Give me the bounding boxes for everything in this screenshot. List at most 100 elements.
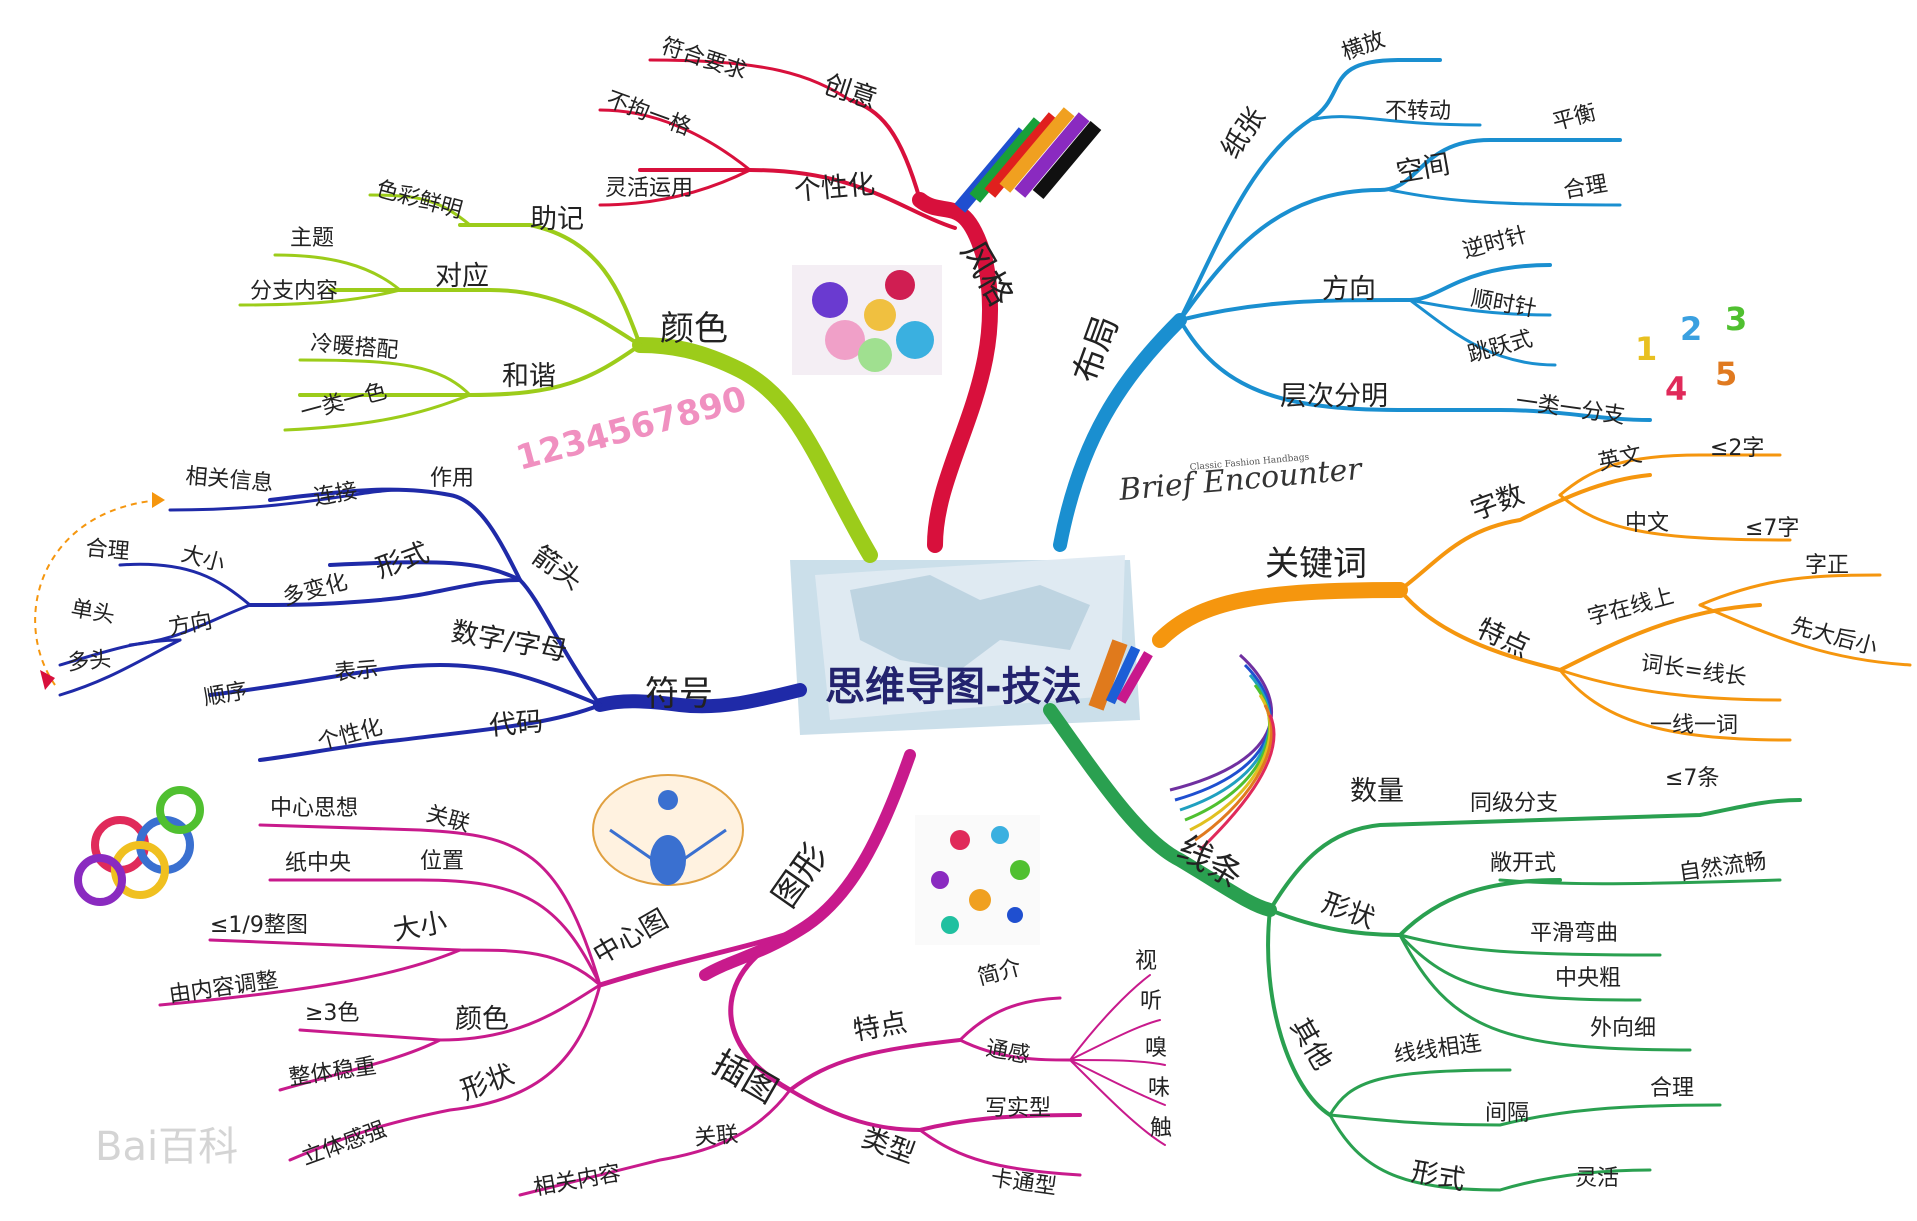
keyword-len-eq: 词长=线长 <box>1639 651 1748 691</box>
color-mnemonic: 助记 <box>530 204 584 235</box>
color-correspond: 对应 <box>435 261 489 292</box>
graphic-paper-center: 纸中央 <box>285 851 351 876</box>
branch-graphic <box>158 749 1166 1197</box>
keyword-label: 关键词 <box>1265 544 1367 584</box>
graphic-three: ≥3色 <box>305 1001 359 1026</box>
symbol-order: 顺序 <box>202 679 250 711</box>
symbol-arrow: 箭头 <box>526 540 588 596</box>
color-one-color: 一类一色 <box>298 379 389 426</box>
line-form: 形式 <box>1409 1156 1468 1196</box>
layout-hierarchy: 层次分明 <box>1280 381 1388 412</box>
graphic-related-content: 相关内容 <box>532 1161 623 1201</box>
line-reasonable: 合理 <box>1650 1076 1694 1101</box>
symbol-code: 代码 <box>488 706 544 742</box>
branch-keyword <box>1152 453 1912 742</box>
graphic-realistic: 写实型 <box>985 1096 1051 1121</box>
graphic-illus-relate: 关联 <box>693 1122 739 1151</box>
graphic-center-img: 中心图 <box>588 904 674 971</box>
layout-space: 空间 <box>1394 149 1453 189</box>
keyword-english: 英文 <box>1596 442 1644 476</box>
center-node: 思维导图-技法 <box>790 555 1153 735</box>
symbol-reasonable: 合理 <box>84 536 130 565</box>
keyword-upright: 字正 <box>1805 553 1849 578</box>
graphic-shape: 形状 <box>457 1059 518 1107</box>
graphic-intro: 简介 <box>975 955 1024 991</box>
numbers-badge-image: 1 2 3 4 5 <box>1635 300 1747 408</box>
branch-style <box>598 58 998 553</box>
graphic-main-idea: 中心思想 <box>270 796 358 821</box>
style-meet: 符合要求 <box>658 34 749 85</box>
layout-one-class: 一类一分支 <box>1514 389 1626 429</box>
splash-image <box>915 815 1040 945</box>
symbol-effect: 作用 <box>430 466 474 491</box>
svg-text:4: 4 <box>1665 370 1687 408</box>
line-center-thick: 中央粗 <box>1555 966 1621 991</box>
layout-no-rotate: 不转动 <box>1385 99 1451 124</box>
keyword-feature: 特点 <box>1472 613 1534 664</box>
dashed-arrow <box>34 492 165 690</box>
color-vivid: 色彩鲜明 <box>373 177 464 224</box>
branch-line <box>1043 703 1802 1192</box>
baidu-watermark: Bai百科 <box>95 1124 238 1170</box>
style-personal: 个性化 <box>793 169 876 207</box>
symbol-single: 单头 <box>69 596 117 628</box>
layout-direction: 方向 <box>1322 274 1376 305</box>
brand-logo: Classic Fashion Handbags Brief Encounter <box>1117 452 1365 508</box>
line-gap: 间隔 <box>1485 1101 1529 1126</box>
style-unbound: 不拘一格 <box>603 87 694 141</box>
balls-image <box>792 265 942 375</box>
peacock-image <box>592 774 744 886</box>
style-label: 风格 <box>952 235 1021 314</box>
ribbons-image <box>1169 653 1276 852</box>
graphic-position: 位置 <box>420 849 464 874</box>
graphic-color: 颜色 <box>455 1004 509 1035</box>
branch-layout <box>1053 58 1652 552</box>
line-open: 敞开式 <box>1490 851 1556 876</box>
color-label: 颜色 <box>660 309 728 349</box>
layout-balance: 平衡 <box>1550 100 1599 136</box>
symbol-label: 符号 <box>645 674 713 714</box>
layout-paper: 纸张 <box>1215 102 1271 164</box>
layout-cw: 顺时针 <box>1469 286 1538 322</box>
symbol-express: 表示 <box>333 657 379 686</box>
line-quantity: 数量 <box>1350 776 1404 807</box>
keyword-chinese: 中文 <box>1625 511 1669 536</box>
line-smooth: 平滑弯曲 <box>1530 921 1618 946</box>
branch-symbol <box>58 487 807 762</box>
svg-text:2: 2 <box>1680 310 1702 348</box>
branch-color <box>238 193 878 563</box>
color-theme: 主题 <box>290 226 334 251</box>
layout-reasonable: 合理 <box>1562 172 1610 204</box>
pencils-image <box>954 107 1102 213</box>
line-connect: 线线相连 <box>1392 1031 1483 1068</box>
symbol-related-info: 相关信息 <box>184 464 274 497</box>
symbol-size: 大小 <box>178 542 227 578</box>
svg-text:3: 3 <box>1725 300 1747 338</box>
symbol-direction: 方向 <box>167 609 215 641</box>
graphic-size: 大小 <box>391 907 450 947</box>
keyword-le2: ≤2字 <box>1710 436 1764 461</box>
keyword-le7: ≤7字 <box>1745 516 1799 541</box>
line-flexible: 灵活 <box>1575 1166 1619 1191</box>
rings-image <box>74 786 204 906</box>
line-le7: ≤7条 <box>1665 766 1719 791</box>
keyword-one-word: 一线一词 <box>1650 713 1738 738</box>
symbol-form: 形式 <box>372 537 433 585</box>
color-branch-content: 分支内容 <box>250 279 338 304</box>
center-title: 思维导图-技法 <box>825 664 1082 710</box>
graphic-smell: 嗅 <box>1145 1036 1167 1061</box>
graphic-feature: 特点 <box>851 1007 910 1047</box>
line-outer-thin: 外向细 <box>1590 1016 1656 1041</box>
graphic-synesthesia: 通感 <box>984 1036 1032 1068</box>
graphic-taste: 味 <box>1148 1076 1170 1101</box>
layout-label: 布局 <box>1066 310 1127 388</box>
symbol-connect: 连接 <box>312 479 360 511</box>
color-harmony: 和谐 <box>502 361 556 392</box>
numbers-image: 1234567890 <box>512 379 751 479</box>
symbol-multi: 多头 <box>66 647 112 676</box>
graphic-stereo: 立体感强 <box>299 1117 390 1171</box>
graphic-touch: 触 <box>1150 1116 1172 1141</box>
style-creative: 创意 <box>820 69 881 115</box>
graphic-hear: 听 <box>1140 989 1162 1014</box>
